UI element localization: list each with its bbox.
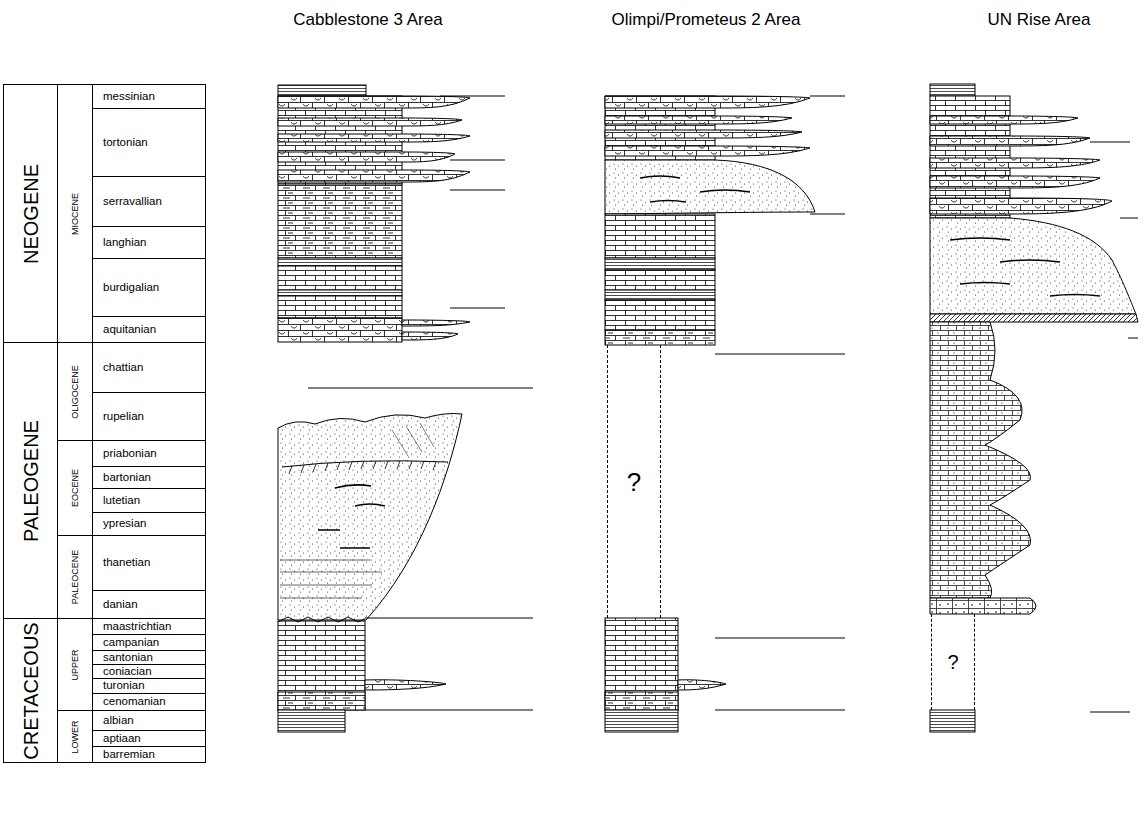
stage-cell: burdigalian xyxy=(92,258,206,317)
era-name: PALEOGENE xyxy=(21,420,41,542)
stage-name: langhian xyxy=(103,237,146,249)
column-heading: Cabblestone 3 Area xyxy=(293,10,442,30)
epoch-name: MIOCENE xyxy=(71,192,80,234)
stage-name: serravallian xyxy=(103,196,162,208)
stage-cell: chattian xyxy=(92,342,206,393)
epoch-cell: PALEOCENE xyxy=(57,535,93,619)
stage-cell: langhian xyxy=(92,226,206,259)
stage-cell: santonian xyxy=(92,650,206,665)
stage-name: campanian xyxy=(103,637,159,649)
stage-name: rupelian xyxy=(103,411,144,423)
epoch-name: EOCENE xyxy=(71,469,80,507)
stage-name: lutetian xyxy=(103,495,140,507)
stage-name: burdigalian xyxy=(103,282,159,294)
epoch-name: PALEOCENE xyxy=(71,550,80,604)
column-olimpi xyxy=(605,96,815,732)
stage-cell: rupelian xyxy=(92,392,206,441)
stage-name: bartonian xyxy=(103,472,151,484)
stage-cell: lutetian xyxy=(92,488,206,513)
stage-cell: maastrichtian xyxy=(92,618,206,635)
stage-cell: tortonian xyxy=(92,108,206,177)
stage-name: aptiaan xyxy=(103,733,141,745)
epoch-name: LOWER xyxy=(71,720,80,753)
stage-name: danian xyxy=(103,599,138,611)
epoch-cell: LOWER xyxy=(57,710,93,763)
stage-name: barremian xyxy=(103,749,155,761)
stage-name: ypresian xyxy=(103,518,146,530)
stage-cell: thanetian xyxy=(92,535,206,591)
column-cabblestone xyxy=(278,85,470,732)
stage-name: albian xyxy=(103,715,134,727)
epoch-cell: MIOCENE xyxy=(57,84,93,343)
stage-name: maastrichtian xyxy=(103,621,171,633)
stage-name: turonian xyxy=(103,680,145,692)
stage-cell: serravallian xyxy=(92,176,206,227)
stage-cell: bartonian xyxy=(92,466,206,489)
stage-name: santonian xyxy=(103,652,153,664)
column-un-rise xyxy=(930,84,1138,732)
stage-name: chattian xyxy=(103,362,143,374)
epoch-name: OLIGOCENE xyxy=(71,365,80,419)
correlation-ticks xyxy=(308,96,1138,712)
stage-name: priabonian xyxy=(103,448,157,460)
stage-name: cenomanian xyxy=(103,696,166,708)
stage-cell: cenomanian xyxy=(92,693,206,711)
stage-name: messinian xyxy=(103,91,155,103)
question-mark: ? xyxy=(947,652,958,672)
stage-cell: barremian xyxy=(92,746,206,763)
stage-name: thanetian xyxy=(103,557,150,569)
era-cell: NEOGENE xyxy=(3,84,58,343)
unknown-interval: ? xyxy=(931,614,975,710)
column-heading: UN Rise Area xyxy=(988,10,1091,30)
stage-name: tortonian xyxy=(103,137,148,149)
stage-cell: albian xyxy=(92,710,206,731)
stage-cell: messinian xyxy=(92,84,206,109)
era-cell: CRETACEOUS xyxy=(3,618,58,763)
era-name: NEOGENE xyxy=(21,163,41,263)
stage-name: aquitanian xyxy=(103,324,156,336)
unknown-interval: ? xyxy=(607,345,661,618)
stage-cell: ypresian xyxy=(92,512,206,536)
epoch-cell: OLIGOCENE xyxy=(57,342,93,441)
stage-cell: aquitanian xyxy=(92,316,206,343)
stage-cell: coniacian xyxy=(92,664,206,679)
column-heading: Olimpi/Prometeus 2 Area xyxy=(612,10,801,30)
epoch-name: UPPER xyxy=(71,649,80,680)
epoch-cell: UPPER xyxy=(57,618,93,711)
stage-name: coniacian xyxy=(103,666,152,678)
stage-cell: aptiaan xyxy=(92,730,206,747)
stage-cell: campanian xyxy=(92,634,206,651)
epoch-cell: EOCENE xyxy=(57,440,93,536)
stage-cell: turonian xyxy=(92,678,206,694)
era-name: CRETACEOUS xyxy=(21,622,41,759)
era-cell: PALEOGENE xyxy=(3,342,58,619)
question-mark: ? xyxy=(627,469,641,495)
stage-cell: priabonian xyxy=(92,440,206,467)
stage-cell: danian xyxy=(92,590,206,619)
